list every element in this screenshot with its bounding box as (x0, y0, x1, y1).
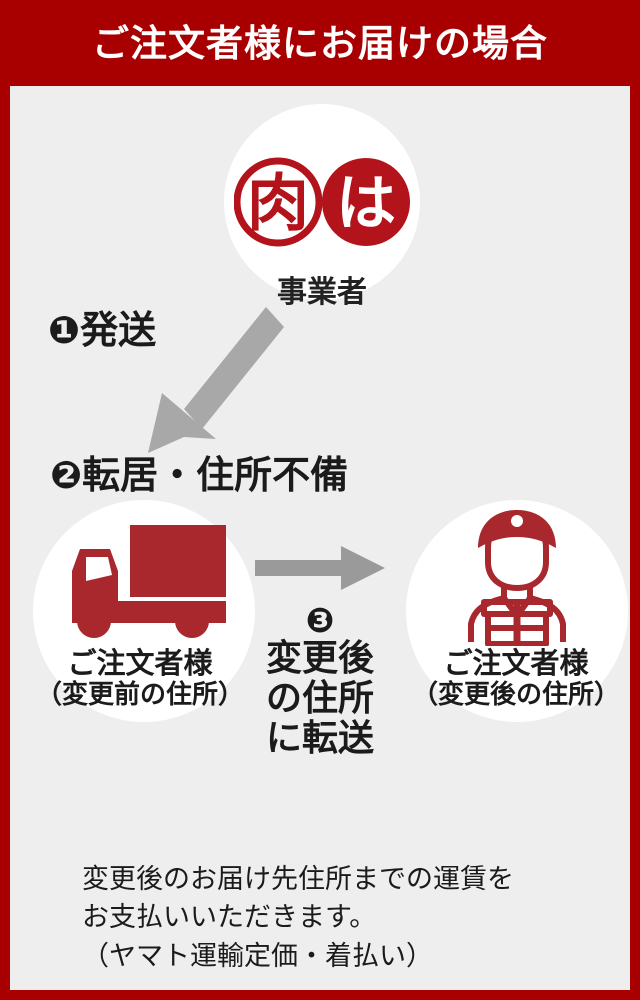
page-title: ご注文者様にお届けの場合 (92, 21, 548, 65)
step-3-line-2: の住所 (265, 677, 374, 719)
body-panel: 肉 は 事業者 ❶発送 ❷転居・住所不備 (10, 86, 630, 990)
header-banner: ご注文者様にお届けの場合 (0, 0, 640, 86)
footnote-line-2: お支払いいただきます。 (82, 902, 377, 934)
footnote-line-1: 変更後のお届け先住所までの運賃を (82, 864, 514, 895)
step-2-label: ❷転居・住所不備 (50, 453, 349, 497)
step-3-label: ❸ 変更後 の住所 に転送 (250, 604, 390, 760)
footnote-line-3: （ヤマト運輸定価・着払い） (82, 940, 433, 972)
origin-label-main: ご注文者様 (67, 646, 213, 680)
body-frame: 肉 は 事業者 ❶発送 ❷転居・住所不備 (0, 86, 640, 1000)
vendor-stamp-logo: 肉 は (224, 104, 420, 300)
step-3-number: ❸ (305, 601, 335, 641)
destination-label: ご注文者様 （変更後の住所） (392, 646, 630, 711)
arrow-right-icon (255, 544, 385, 592)
svg-text:肉: 肉 (247, 167, 309, 240)
svg-text:は: は (336, 169, 396, 239)
origin-label-sub: （変更前の住所） (35, 680, 244, 711)
destination-label-sub: （変更後の住所） (411, 680, 620, 711)
destination-label-main: ご注文者様 (443, 646, 589, 680)
step-3-line-1: 変更後 (265, 637, 374, 679)
delivery-truck-icon (58, 521, 230, 641)
step-3-line-3: に転送 (265, 718, 374, 760)
arrow-down-left-icon (140, 301, 290, 461)
step-1-label: ❶発送 (48, 308, 157, 352)
origin-label: ご注文者様 （変更前の住所） (16, 646, 264, 711)
delivery-person-icon (450, 504, 584, 647)
footnote: 変更後のお届け先住所までの運賃を お支払いいただきます。 （ヤマト運輸定価・着払… (82, 861, 514, 976)
vendor-label: 事業者 (277, 275, 367, 310)
